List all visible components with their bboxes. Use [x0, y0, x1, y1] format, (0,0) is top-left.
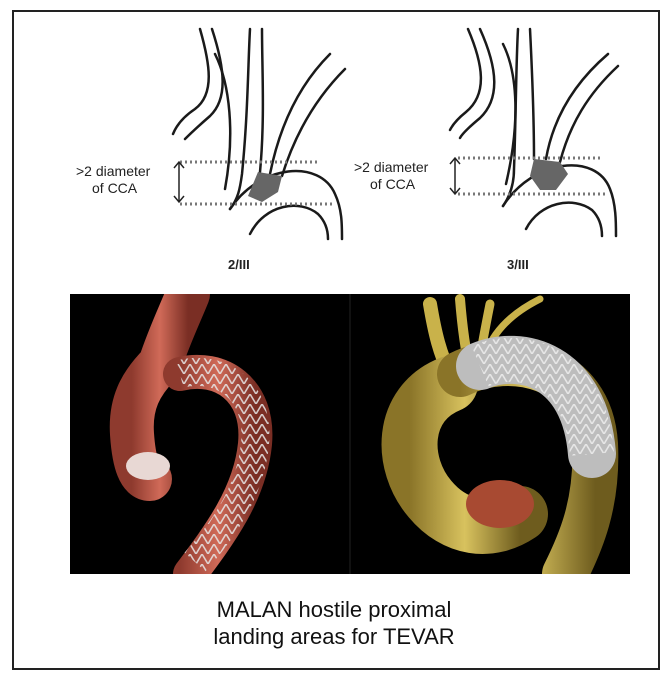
ct-render-images	[70, 294, 630, 574]
annotation-line-1: >2 diameter	[354, 159, 428, 176]
arch-inner-line	[250, 206, 328, 239]
schematic-panel-3-III	[448, 24, 638, 244]
right-render	[410, 299, 596, 574]
subclavian-line	[560, 66, 618, 162]
annotation-label-1: >2 diameter of CCA	[76, 163, 150, 197]
ct-render-svg	[70, 294, 630, 574]
caption-line-1: MALAN hostile proximal	[0, 596, 668, 623]
grade-label-3-III: 3/III	[507, 257, 529, 272]
figure-caption: MALAN hostile proximal landing areas for…	[0, 596, 668, 650]
annotation-line-2: of CCA	[354, 176, 428, 193]
vessel-line	[173, 29, 209, 134]
annotation-line-2: of CCA	[76, 180, 150, 197]
subclavian-line	[546, 54, 608, 159]
vessel-line	[450, 29, 481, 130]
measure-arrow-1	[172, 160, 186, 204]
landing-zone-shape	[530, 159, 568, 190]
left-render	[126, 294, 255, 574]
schematic-panel-2-III	[170, 24, 360, 244]
vessel-line	[460, 29, 494, 138]
annotation-label-2: >2 diameter of CCA	[354, 159, 428, 193]
subclavian-line	[270, 54, 330, 174]
annotation-line-1: >2 diameter	[76, 163, 150, 180]
cca-line	[503, 29, 518, 206]
subclavian-line	[282, 69, 345, 176]
cca-line	[530, 29, 534, 159]
cca-line	[230, 29, 250, 209]
caption-line-2: landing areas for TEVAR	[0, 623, 668, 650]
measure-arrow-2	[448, 156, 462, 196]
cca-line	[260, 29, 263, 172]
arch-inner-line	[526, 203, 602, 236]
landing-zone-shape	[248, 172, 282, 202]
vessel-line	[215, 54, 230, 189]
grade-label-2-III: 2/III	[228, 257, 250, 272]
